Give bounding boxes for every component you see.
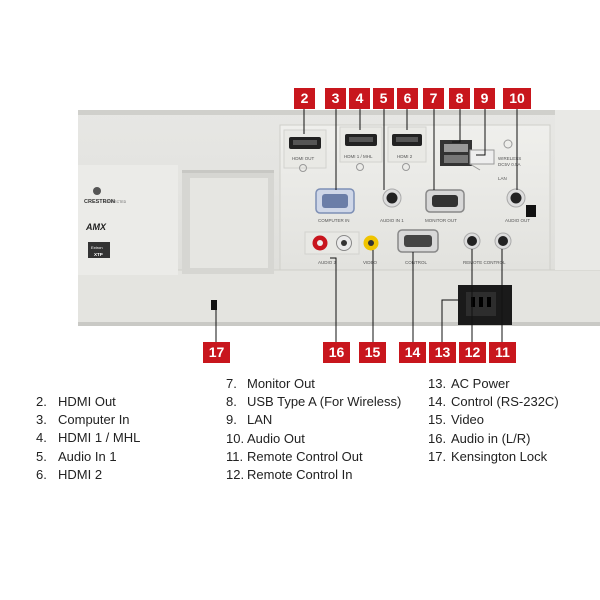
port-label-lan: LAN [498,176,507,181]
callout-15: 15 [359,342,386,363]
video-port [363,235,379,251]
legend-item: 11.Remote Control Out [226,448,363,464]
usb-lan-ports [440,140,495,171]
callout-11: 11 [489,342,516,363]
legend-item: 6.HDMI 2 [36,466,103,482]
legend-item: 8.USB Type A (For Wireless) [226,394,402,410]
port-label-audio-lr: AUDIO 2 [318,260,337,265]
monitor-out-port [425,189,465,213]
port-label-hdmi1: HDMI 1 / MHL [344,154,373,159]
computer-in-port [315,188,355,214]
port-label-wireless-power: DC5V 0.5A [498,162,521,167]
legend-item: 3.Computer In [36,412,130,428]
extron-logo: Extron [91,245,103,250]
audio-lr-ports [304,231,360,255]
callout-14: 14 [399,342,426,363]
kensington-lock [211,300,217,310]
amx-logo: AMX [85,222,107,232]
xtp-logo: XTP [94,252,103,257]
legend-item: 14.Control (RS-232C) [428,394,559,410]
legend-item: 9.LAN [226,412,273,428]
callout-8: 8 [449,88,470,109]
callout-2: 2 [294,88,315,109]
legend-item: 12.Remote Control In [226,467,353,483]
legend-item: 4.HDMI 1 / MHL [36,430,141,446]
callout-17: 17 [203,342,230,363]
legend-item: 17.Kensington Lock [428,448,548,464]
port-label-control: CONTROL [405,260,427,265]
legend-column-2: 7.Monitor Out 8.USB Type A (For Wireless… [226,375,401,484]
callout-leader-lines [215,109,518,343]
legend-column-1: 2.HDMI Out 3.Computer In 4.HDMI 1 / MHL … [36,393,140,484]
crestron-logo-sub: CONNECTED [104,200,127,204]
callout-9: 9 [474,88,495,109]
audio-out-port [506,188,526,208]
audio-in-1-port [382,188,402,208]
port-label-wireless: WIRELESS [498,156,521,161]
port-label-hdmi2: HDMI 2 [397,154,413,159]
callout-13: 13 [429,342,456,363]
legend-item: 5.Audio In 1 [36,448,117,464]
projector-rear-panel: HDMI OUT HDMI 1 / MHL HDMI 2 COMPUTER IN… [78,109,600,343]
port-label-remote-control: REMOTE CONTROL [463,260,506,265]
port-label-audio-in-1: AUDIO IN 1 [380,218,404,223]
control-port [397,229,439,253]
callout-16: 16 [323,342,350,363]
legend-item: 13.AC Power [428,376,510,391]
legend-item: 15.Video [428,412,485,428]
crestron-logo-icon [93,187,101,195]
legend-item: 10.Audio Out [226,430,305,446]
callout-3: 3 [325,88,346,109]
legend-column-3: 13.AC Power 14.Control (RS-232C) 15.Vide… [428,375,559,466]
legend-item: 2.HDMI Out [36,394,116,409]
port-label-computer-in: COMPUTER IN [318,218,350,223]
remote-control-ports [463,232,512,250]
hdmi1-mhl-port [339,126,383,171]
legend-item: 16.Audio in (L/R) [428,430,531,446]
legend-item: 7.Monitor Out [226,376,315,391]
crestron-logo: CRESTRON [84,199,115,205]
port-label-hdmi-out: HDMI OUT [292,156,314,161]
callout-4: 4 [349,88,370,109]
callout-7: 7 [423,88,444,109]
port-label-monitor-out: MONITOR OUT [425,218,457,223]
callout-6: 6 [397,88,418,109]
callout-10: 10 [503,88,531,109]
hdmi-out-port [283,129,327,172]
callout-5: 5 [373,88,394,109]
port-label-audio-out: AUDIO OUT [505,218,530,223]
extron-logo-badge [88,242,110,258]
callout-12: 12 [459,342,486,363]
ac-power-port [458,285,512,325]
port-label-video: VIDEO [363,260,378,265]
